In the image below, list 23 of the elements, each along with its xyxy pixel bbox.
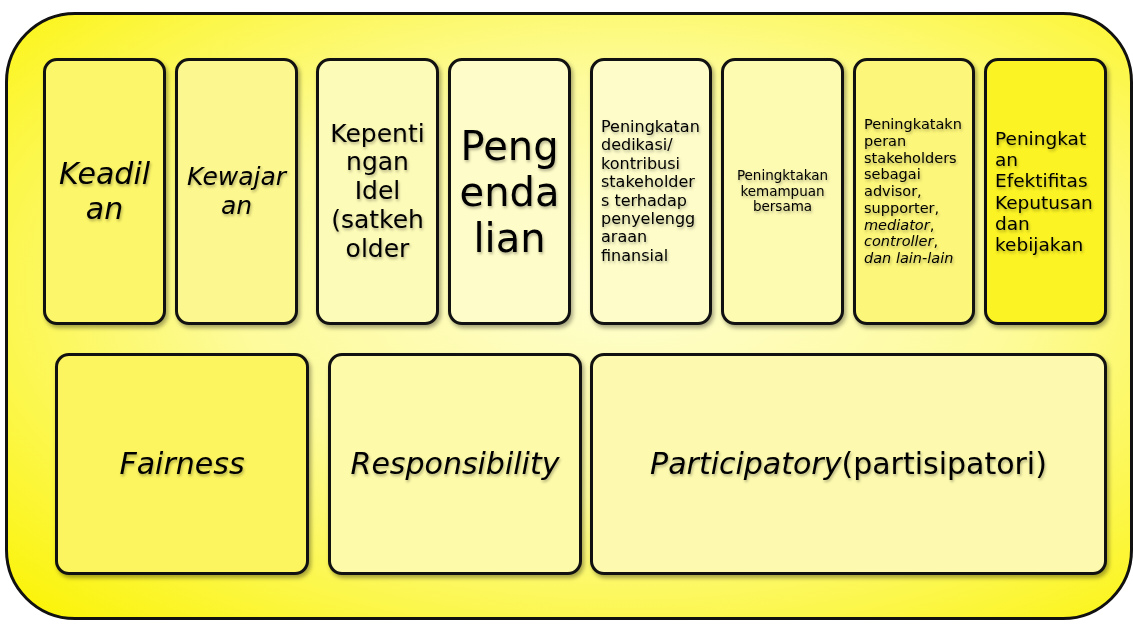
box-label: Fairness [118, 446, 246, 482]
rounded-box [721, 58, 844, 325]
box-label: Pengendalian [458, 122, 561, 261]
box-label: Kepentingan Idel (satkeholder [329, 119, 426, 264]
box-text: Peningkatan Efektifitas Keputusan dan kebijakan [994, 127, 1094, 256]
rounded-box [43, 58, 166, 325]
box-text: Peningkatakn peran stakeholders sebagai advisor, supporter, mediator, controller, dan lain-lain [863, 116, 963, 267]
rounded-box [316, 58, 439, 325]
box-text: Peningkatan dedikasi/ kontribusi stakeholders terhadap penyelenggaraan finansial [600, 117, 701, 266]
rounded-box [853, 58, 975, 325]
box-label: Participatory(partisipatori) [649, 446, 1048, 482]
rounded-box [55, 353, 309, 575]
rounded-box [175, 58, 298, 325]
rounded-box [984, 58, 1107, 325]
rounded-box [590, 353, 1107, 575]
box-text: Peningktakan kemampuan bersama [735, 168, 830, 215]
rounded-box [448, 58, 571, 325]
box-label: Responsibility [349, 446, 561, 482]
box-label: Kewajaran [185, 162, 289, 221]
box-label: Keadilan [57, 157, 152, 226]
rounded-frame [5, 12, 1133, 620]
rounded-box [328, 353, 582, 575]
rounded-box [590, 58, 712, 325]
